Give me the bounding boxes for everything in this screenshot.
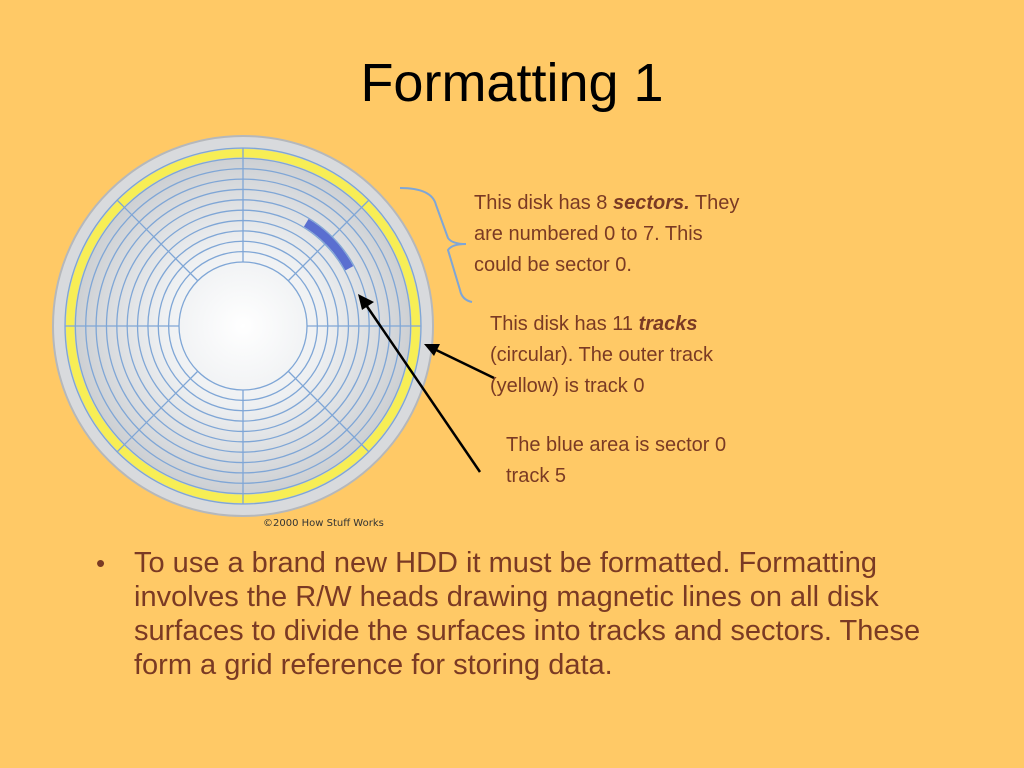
bullet-item: • To use a brand new HDD it must be form… [92, 546, 972, 682]
sectors-note-em: sectors. [612, 192, 690, 214]
sector-line [116, 199, 199, 282]
tracks-note-pre: This disk has 11 [490, 313, 639, 335]
blue-area-note-line1: The blue area is sector 0 [506, 434, 727, 456]
copyright-credit: ©2000 How Stuff Works [263, 518, 384, 529]
sectors-note: This disk has 8 sectors. They are number… [474, 188, 744, 281]
disk-platter-group [52, 135, 434, 517]
track-arrow-line [431, 346, 495, 380]
bullet-text: To use a brand new HDD it must be format… [134, 547, 921, 681]
tracks-note-post: (circular). The outer track (yellow) is … [490, 344, 714, 397]
sector-brace [399, 187, 473, 303]
highlighted-sector-arc [303, 219, 354, 271]
tracks-note: This disk has 11 tracks (circular). The … [490, 309, 780, 402]
blue-area-note-line2: track 5 [506, 465, 567, 487]
blue-area-note: The blue area is sector 0 track 5 [506, 430, 776, 492]
blue-area-arrow-head [358, 294, 374, 310]
sector-line [116, 370, 199, 453]
bullet-dot-icon: • [96, 548, 106, 578]
sectors-note-post: They are numbered 0 to 7. This could be … [474, 192, 740, 276]
sector-line [287, 370, 370, 453]
track-arrow-head [424, 344, 440, 356]
blue-area-arrow-line [362, 301, 482, 473]
tracks-note-em: tracks [638, 313, 698, 335]
callout-group [358, 187, 495, 473]
bullet-list: • To use a brand new HDD it must be form… [92, 546, 972, 682]
sectors-note-pre: This disk has 8 [474, 192, 613, 214]
slide-title: Formatting 1 [360, 53, 664, 113]
